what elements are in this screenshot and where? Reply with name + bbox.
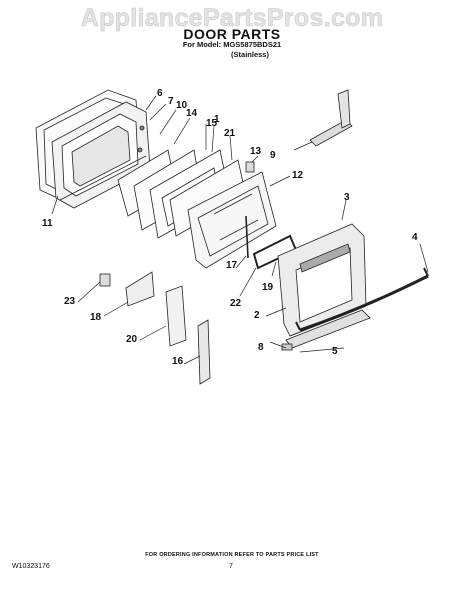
part-20-insulation: [165, 285, 187, 347]
callout-18: 18: [90, 312, 102, 323]
leader-lines: [51, 95, 429, 365]
part-9-bracket: [309, 89, 353, 147]
part-18-hinge-receiver: [125, 271, 155, 307]
part-17-rod: [245, 215, 249, 259]
callout-19: 19: [262, 282, 274, 293]
callout-5: 5: [332, 346, 338, 357]
model-line: For Model: MGS5875BDS21: [182, 40, 282, 49]
page-title: DOOR PARTS: [183, 26, 281, 42]
document-number: W10323176: [12, 563, 50, 570]
page-number: 7: [229, 563, 233, 570]
callout-8: 8: [258, 342, 264, 353]
callout-17: 17: [226, 260, 238, 271]
callout-7: 7: [168, 96, 174, 107]
part-23-clip: [99, 273, 111, 287]
callout-23: 23: [64, 296, 76, 307]
part-12-inner-door: [187, 171, 277, 269]
part-2-outer-door: [277, 223, 367, 337]
callout-21: 21: [224, 128, 236, 139]
part-13-clip: [245, 161, 255, 173]
part-8-bottom-trim: [281, 309, 371, 351]
part-6-window-frame: [51, 101, 151, 209]
callout-20: 20: [126, 334, 138, 345]
part-16-hinge: [197, 319, 211, 385]
callout-10: 10: [176, 100, 188, 111]
callout-4: 4: [412, 232, 418, 243]
callout-6: 6: [157, 88, 163, 99]
site-watermark: AppliancePartsPros.com: [80, 4, 384, 33]
callout-16: 16: [172, 356, 184, 367]
callout-labels: 1 2 3 4 5 6 7 8 9 10 11 12 13 14 15 16 1…: [42, 88, 418, 367]
callout-15: 15: [206, 118, 218, 129]
callout-13: 13: [250, 146, 262, 157]
callout-14: 14: [186, 108, 198, 119]
ordering-note: FOR ORDERING INFORMATION REFER TO PARTS …: [145, 552, 319, 558]
callout-3: 3: [344, 192, 350, 203]
callout-2: 2: [254, 310, 260, 321]
callout-22: 22: [230, 298, 242, 309]
part-4-handle: [295, 267, 429, 332]
callout-1: 1: [214, 114, 220, 125]
variant-label: (Stainless): [231, 50, 269, 59]
callout-12: 12: [292, 170, 304, 181]
callout-9: 9: [270, 150, 276, 161]
callout-11: 11: [42, 218, 53, 229]
